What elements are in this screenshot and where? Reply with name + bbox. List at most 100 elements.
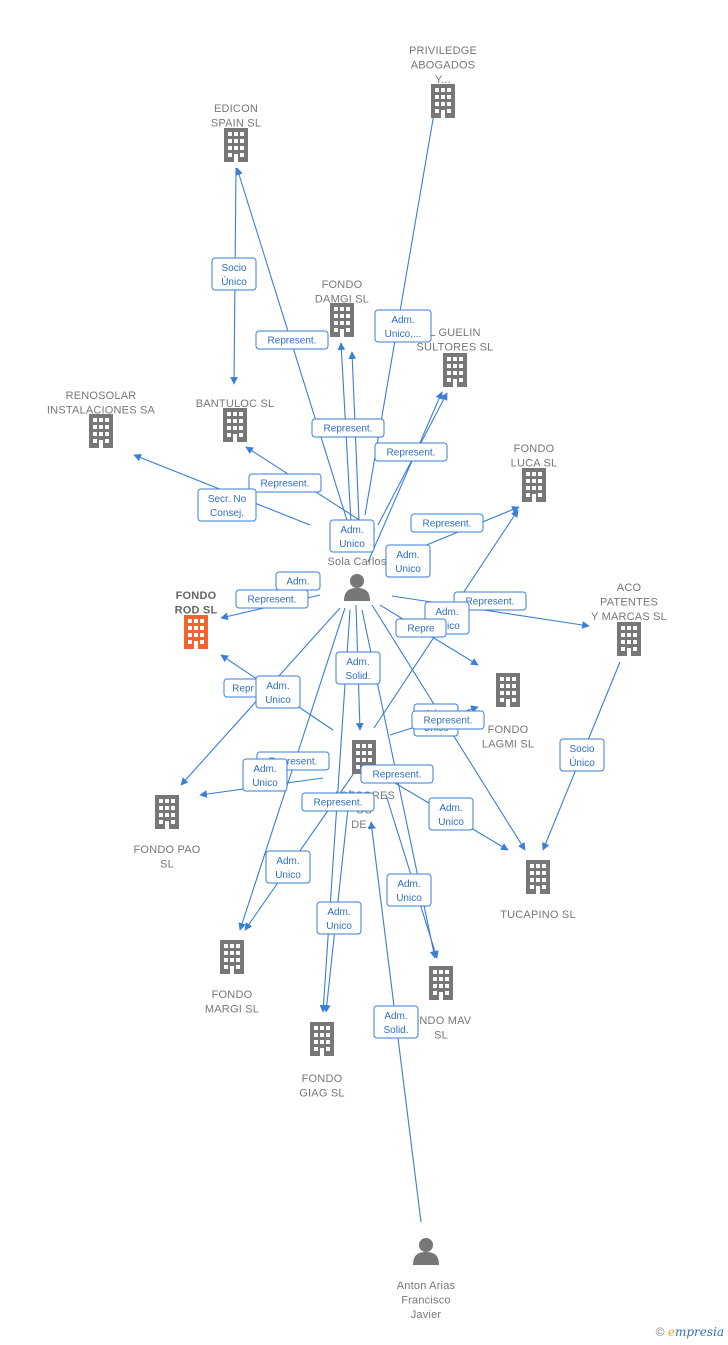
node-label-line: RENOSOLAR [66,390,137,402]
relation-label[interactable]: Adm.Unico [316,901,362,935]
relation-label[interactable]: Represent. [235,589,309,609]
relation-label[interactable]: Represent. [248,473,322,493]
node-margi[interactable]: FONDO MARGI SL [205,940,259,1016]
building-icon [224,128,248,162]
node-label-line: GIAG SL [299,1088,344,1100]
relation-text: Adm. [253,764,276,775]
node-label-line: Y MARCAS SL [591,611,667,623]
relation-box [374,442,448,462]
node-label-line: PATENTES [600,597,658,609]
relation-text: Único [221,275,247,288]
relation-text: Consej. [210,508,244,519]
edge-11 [391,595,590,629]
node-label-line: MARGI SL [205,1004,259,1016]
building-icon [220,940,244,974]
relation-label[interactable]: Represent. [374,442,448,462]
node-label-line: FONDO [212,989,253,1001]
relation-text: Represent. [466,597,515,608]
relation-text: Unico [265,695,291,706]
relation-label[interactable]: Adm.Unico [385,544,431,578]
relation-label[interactable]: Repre [395,618,447,638]
node-priviledge[interactable]: PRIVILEDGEABOGADOSY... [409,45,477,118]
relation-label[interactable]: Adm.Unico [265,850,311,884]
relation-box [316,901,362,935]
building-icon [429,966,453,1000]
node-lagmi[interactable]: FONDO LAGMI SL [482,673,534,751]
relation-text: Único [569,756,595,769]
relation-text: Represent. [261,479,310,490]
building-icon [330,303,354,337]
node-label-line: SPAIN SL [211,118,261,130]
relation-label[interactable]: Represent. [453,591,527,611]
relation-label[interactable]: Represent. [411,710,485,730]
node-center[interactable]: Sola Carlos [327,556,387,601]
relation-text: Adm. [286,577,309,588]
relation-label[interactable]: Represent. [360,764,434,784]
building-icon [526,860,550,894]
node-label-line: FONDO [176,590,217,602]
relation-text: Socio [221,263,246,274]
relation-label[interactable]: Adm.Solid. [373,1005,419,1039]
relation-box [255,675,301,709]
relation-label[interactable]: Adm.Unico [386,873,432,907]
relation-text: Represent. [324,424,373,435]
node-label-line: BANTULOC SL [196,398,275,410]
relation-label[interactable]: Adm. [275,571,321,591]
building-icon [496,673,520,707]
node-asesores[interactable]: ASESORESOSDE... [333,740,395,831]
relation-label[interactable]: Repr [223,678,263,698]
relation-label[interactable]: Represent. [301,792,375,812]
node-label-line: Anton Arias [397,1280,456,1292]
relation-text: Unico [339,539,365,550]
relations-layer: SocioÚnicoRepresent.Adm.Unico,...Represe… [197,257,605,1039]
relation-label[interactable]: Represent. [410,513,484,533]
node-label-line: ONDO MAV [411,1015,472,1027]
relation-box [301,792,375,812]
relation-label[interactable]: Adm.Unico [428,797,474,831]
building-icon [431,84,455,118]
node-label-line: LAGMI SL [482,739,534,751]
relation-text: Adm. [435,607,458,618]
relation-text: Unico [396,893,422,904]
node-tucapino[interactable]: TUCAPINO SL [500,860,576,921]
relation-label[interactable]: Adm.Unico,... [374,309,432,343]
relation-label[interactable]: Adm.Unico [329,519,375,553]
relation-text: Solid. [383,1025,408,1036]
node-label-line: DE... [351,819,376,831]
relation-box [235,589,309,609]
node-label-line: SULTORES SL [417,342,494,354]
node-label-line: FONDO [488,724,529,736]
relation-text: Represent. [248,595,297,606]
relation-label[interactable]: Adm.Unico [242,758,288,792]
node-bantuloc[interactable]: BANTULOC SL [196,398,275,442]
node-label-line: TUCAPINO SL [500,909,576,921]
relation-label[interactable]: Represent. [255,330,329,350]
person-icon [413,1238,439,1265]
relation-box [385,544,431,578]
brand-logo[interactable]: empresia [667,1325,724,1339]
relation-box [411,710,485,730]
relation-label[interactable]: Adm.Solid. [335,651,381,685]
building-icon [223,408,247,442]
relation-box [360,764,434,784]
highlighted-building-icon [184,615,208,649]
relation-box [197,488,257,522]
building-icon [89,414,113,448]
relation-label[interactable]: Represent. [311,418,385,438]
relation-label[interactable]: Adm.Unico [255,675,301,709]
